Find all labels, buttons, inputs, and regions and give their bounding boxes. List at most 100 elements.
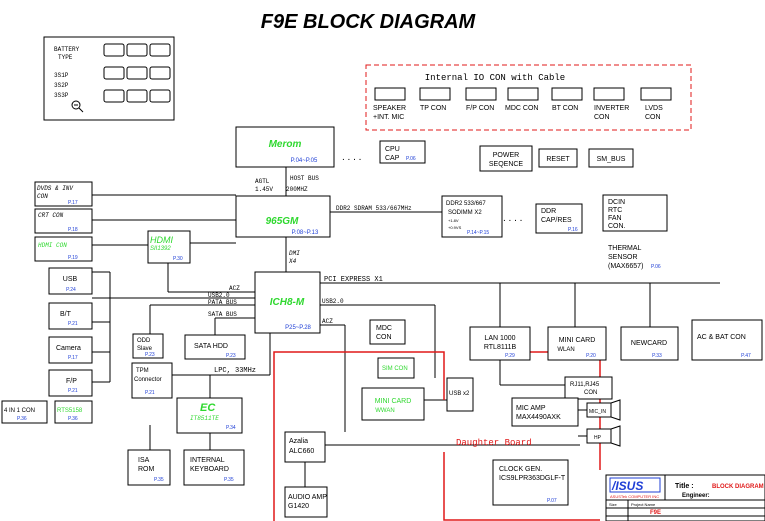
rj-name: RJ11,RJ45 bbox=[570, 382, 600, 388]
sodimm-page: P.14~P.15 bbox=[467, 230, 489, 236]
isa-rom-block: ISA ROM P.35 bbox=[127, 449, 171, 486]
card-reader-name: RTS5158 bbox=[57, 408, 83, 414]
odd-page: P.23 bbox=[145, 352, 155, 358]
dvds-l2: CON bbox=[37, 193, 48, 200]
isa-rom-page: P.35 bbox=[154, 477, 164, 483]
lan-block: LAN 1000 RTL8111B P.29 bbox=[469, 326, 531, 361]
minicard-wwan-l1: MINI CARD bbox=[375, 398, 412, 405]
azalia-l2: ALC660 bbox=[289, 448, 314, 455]
camera-name: Camera bbox=[56, 345, 81, 352]
title-value: BLOCK DIAGRAM bbox=[712, 484, 764, 490]
io-speaker: SPEAKER bbox=[373, 105, 406, 112]
clock-l1: CLOCK GEN. bbox=[499, 466, 542, 473]
card-reader-page: P.36 bbox=[68, 416, 78, 422]
minicard-wlan-block: MINI CARD WLAN P.20 bbox=[547, 326, 607, 361]
tpm-connector-block: TPM Connector P.21 bbox=[131, 362, 173, 399]
cpu-cap-l1: CPU bbox=[385, 146, 400, 153]
ac-bat-page: P.47 bbox=[741, 353, 751, 359]
io-fp-con: F/P CON bbox=[466, 105, 494, 112]
tpm-l2: Connector bbox=[134, 377, 162, 383]
usb-name: USB bbox=[63, 276, 78, 283]
battery-type-3: 3S3P bbox=[54, 92, 69, 99]
asus-logo-text: /ISUS bbox=[611, 479, 643, 493]
hdmi-con-name: HDMI CON bbox=[38, 242, 67, 249]
tpm-l1: TPM bbox=[136, 368, 149, 374]
bus-pata: PATA BUS bbox=[208, 299, 237, 306]
odd-l1: ODD bbox=[137, 338, 151, 344]
audio-amp-block: AUDIO AMP G1420 bbox=[284, 486, 328, 518]
four-in-one-page: P.36 bbox=[17, 416, 27, 422]
mdc-l1: MDC bbox=[376, 325, 392, 332]
azalia-l1: Azalia bbox=[289, 438, 308, 445]
mic-in-label: MIC_IN bbox=[589, 409, 606, 415]
size-label: Size bbox=[609, 502, 618, 507]
fp-page: P.21 bbox=[68, 388, 78, 394]
cpu-merom-block: Merom P.04~P.05 bbox=[235, 126, 335, 168]
agtl-l2: 1.45V bbox=[255, 186, 273, 193]
dcin-l4: CON. bbox=[608, 223, 626, 230]
sata-hdd-page: P.23 bbox=[226, 353, 236, 359]
dcin-l1: DCIN bbox=[608, 199, 625, 206]
battery-type-1: 3S1P bbox=[54, 72, 69, 79]
cpu-page: P.04~P.05 bbox=[291, 158, 318, 164]
kbd-page: P.35 bbox=[224, 477, 234, 483]
lan-l2: RTL8111B bbox=[484, 344, 517, 351]
zoom-out-icon[interactable] bbox=[71, 100, 84, 113]
isa-rom-l1: ISA bbox=[138, 457, 150, 464]
usb-block: USB P.24 bbox=[48, 267, 93, 295]
usb-x2-label: USB x2 bbox=[449, 391, 470, 397]
battery-label: BATTERY bbox=[54, 46, 80, 53]
io-bt-con: BT CON bbox=[552, 105, 578, 112]
hdmi-con-page: P.19 bbox=[68, 255, 78, 261]
ec-page: P.34 bbox=[226, 425, 236, 431]
hp-jack: HP bbox=[586, 425, 621, 447]
ec-name: EC bbox=[200, 402, 216, 414]
thermal-l2: SENSOR bbox=[608, 254, 638, 261]
sodimm-l2: SODIMM X2 bbox=[448, 210, 482, 216]
sim-con-block: SIM CON bbox=[377, 357, 415, 379]
ddr-bus-label: DDR2 SDRAM 533/667MHz bbox=[336, 205, 412, 212]
smbus-label: SM_BUS bbox=[597, 156, 626, 163]
usb-page: P.24 bbox=[66, 287, 76, 293]
sata-hdd-block: SATA HDD P.23 bbox=[184, 334, 246, 360]
asus-logo: /ISUS bbox=[609, 477, 661, 493]
audio-amp-l2: G1420 bbox=[288, 503, 309, 510]
internal-io-title: Internal IO CON with Cable bbox=[425, 73, 565, 83]
agtl-l1: AGTL bbox=[255, 178, 270, 185]
sodimm-l4: +0.9VS bbox=[448, 225, 462, 230]
power-seq-l1: POWER bbox=[493, 152, 519, 159]
ddr-cap-l2: CAP/RES bbox=[541, 217, 572, 224]
sodimm-block: DDR2 533/667 SODIMM X2 +1.8V +0.9VS P.14… bbox=[441, 195, 503, 238]
camera-page: P.17 bbox=[68, 355, 78, 361]
clock-l2: ICS9LPR363DGLF-T bbox=[499, 475, 566, 482]
southbridge-ich8m-block: ICH8-M P25~P.28 bbox=[254, 271, 321, 334]
wires bbox=[55, 167, 720, 450]
cpu-cap-page: P.06 bbox=[406, 156, 416, 162]
io-lvds-con: CON bbox=[645, 114, 661, 121]
crt-page: P.18 bbox=[68, 227, 78, 233]
reset-block: RESET bbox=[538, 148, 578, 168]
diagram-title: F9E BLOCK DIAGRAM bbox=[261, 11, 477, 33]
agtl-l3: 200MHZ bbox=[286, 186, 308, 193]
bus-sata: SATA BUS bbox=[208, 311, 237, 318]
thermal-l1: THERMAL bbox=[608, 245, 642, 252]
minicard-wlan-page: P.20 bbox=[586, 353, 596, 359]
fp-block: F/P P.21 bbox=[48, 369, 93, 397]
smbus-block: SM_BUS bbox=[588, 148, 634, 168]
dmi-l2: X4 bbox=[288, 258, 297, 265]
nb-page: P.08~P.13 bbox=[292, 230, 319, 236]
daughter-board-label: Daughter Board bbox=[456, 438, 532, 448]
sodimm-dots: . . . . bbox=[503, 213, 522, 224]
minicard-wlan-l2: WLAN bbox=[557, 347, 574, 353]
battery-cell-grid bbox=[103, 43, 171, 103]
mdc-con-block: MDC CON bbox=[369, 319, 406, 345]
project-label: Project Name bbox=[631, 502, 656, 507]
io-inverter-con: CON bbox=[594, 114, 610, 121]
crt-con-block: CRT CON P.18 bbox=[34, 208, 93, 234]
hdmi-name: HDMI bbox=[150, 235, 173, 245]
cpu-name: Merom bbox=[269, 139, 302, 150]
odd-l2: Slave bbox=[137, 346, 153, 352]
cpu-cap-block: CPU CAP P.06 bbox=[379, 140, 426, 164]
cpu-cap-l2: CAP bbox=[385, 155, 400, 162]
